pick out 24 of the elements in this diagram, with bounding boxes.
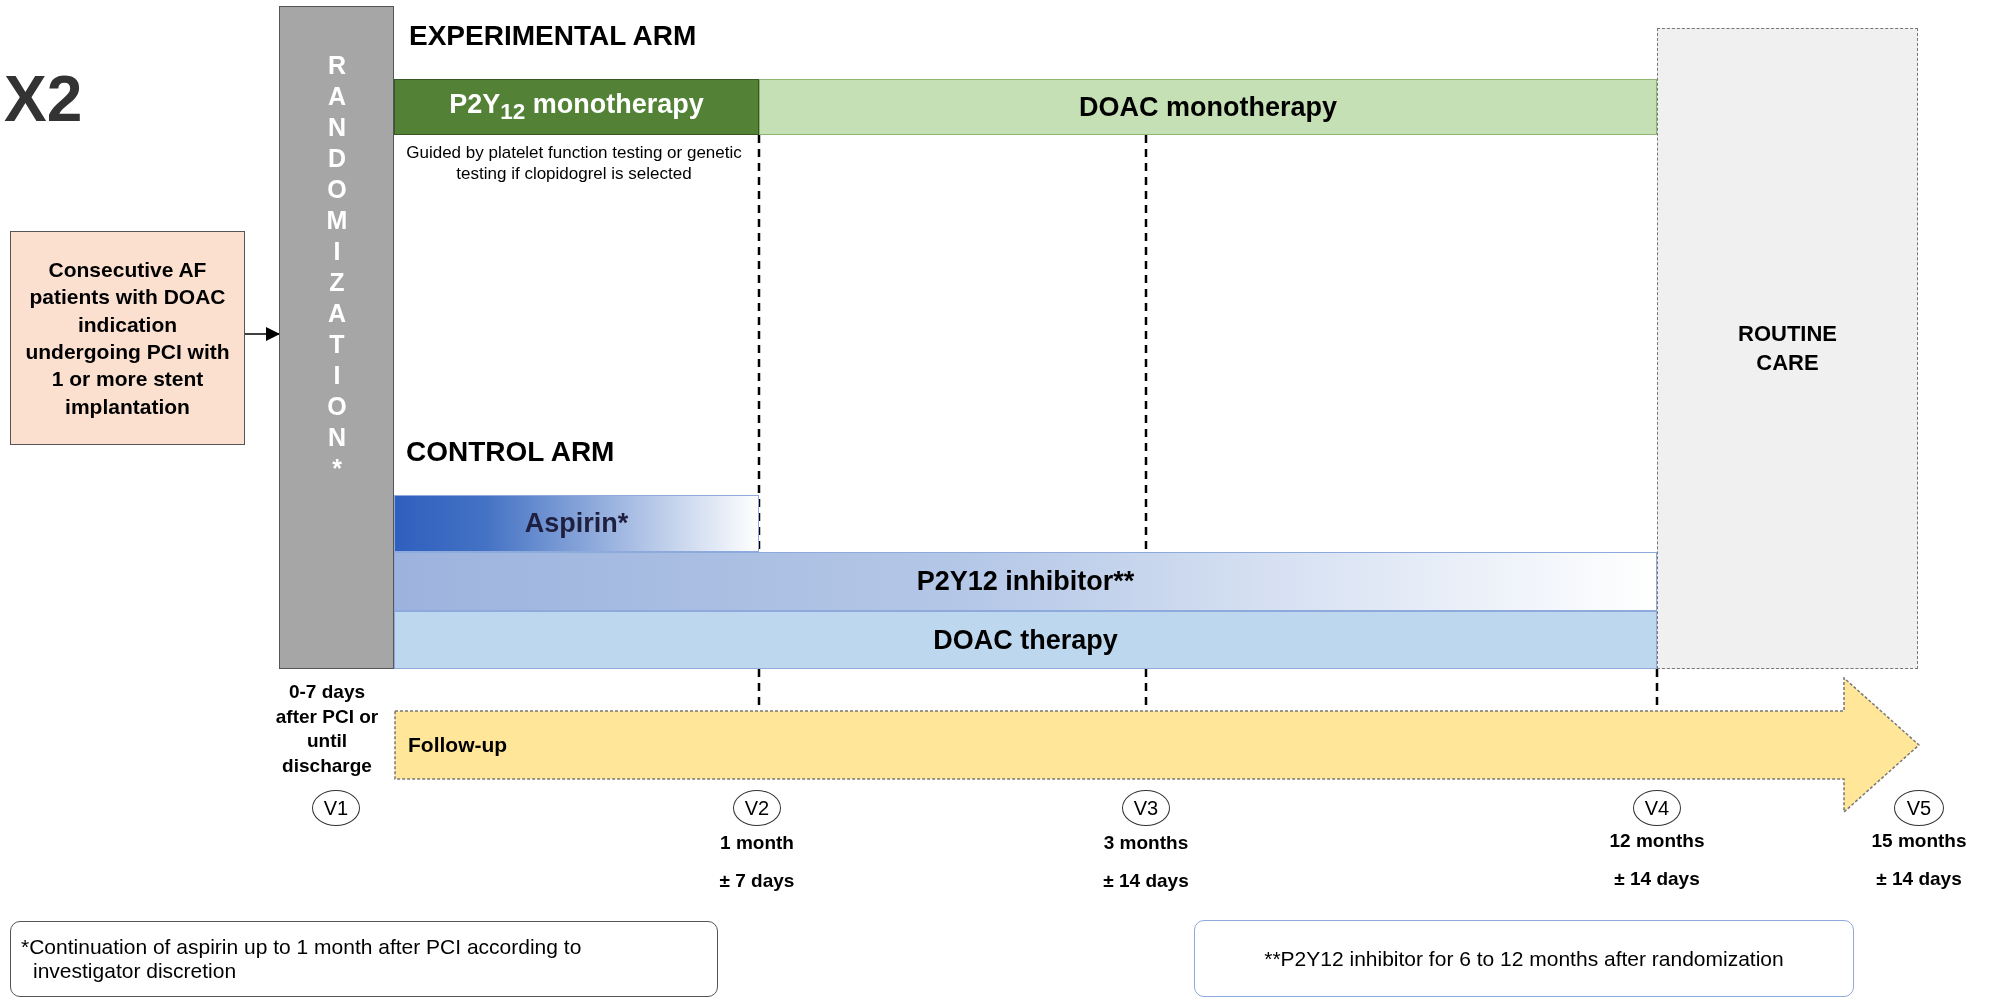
therapy-bar: DOAC monotherapy: [759, 79, 1657, 135]
therapy-bar: DOAC therapy: [394, 611, 1657, 669]
routine-care-box: ROUTINE CARE: [1657, 28, 1918, 669]
therapy-bar: Aspirin*: [394, 495, 759, 552]
time-label: 15 months: [1870, 830, 1968, 852]
arm-heading: EXPERIMENTAL ARM: [409, 20, 697, 52]
footnote-box: **P2Y12 inhibitor for 6 to 12 months after randomization: [1194, 920, 1854, 997]
note-text: Guided by platelet function testing or genetic testing if clopidogrel is selected: [405, 142, 743, 185]
time-label: ± 14 days: [1613, 868, 1701, 890]
time-label: ± 7 days: [718, 870, 796, 892]
time-label: 0-7 days after PCI or until discharge: [274, 680, 380, 779]
time-label: 1 month: [719, 832, 795, 854]
arrow: [244, 327, 280, 341]
time-label: ± 14 days: [1875, 868, 1963, 890]
time-label: ± 14 days: [1102, 870, 1190, 892]
therapy-bar: P2Y$_{12}$ monotherapy: [394, 79, 759, 135]
time-label: 12 months: [1608, 830, 1706, 852]
therapy-bar: P2Y12 inhibitor**: [394, 552, 1657, 611]
time-label: 3 months: [1102, 832, 1190, 854]
heading-text: X2: [4, 62, 83, 136]
patient-box: Consecutive AF patients with DOAC indication undergoing PCI with 1 or more stent implantation: [10, 231, 245, 445]
footnote-box: *Continuation of aspirin up to 1 month after PCI according to investigator discretion: [10, 921, 718, 997]
arm-heading: CONTROL ARM: [406, 436, 615, 468]
randomization-bar: RANDOMIZATION*: [279, 6, 394, 669]
